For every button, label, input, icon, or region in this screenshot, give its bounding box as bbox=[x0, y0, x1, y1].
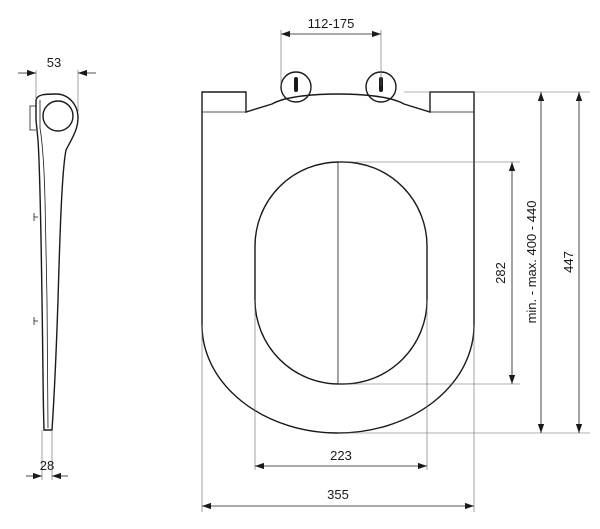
dim-label-28: 28 bbox=[40, 458, 54, 473]
side-hinge-tab bbox=[29, 105, 36, 131]
side-inner-edge bbox=[39, 100, 49, 429]
dim-label-355: 355 bbox=[327, 487, 349, 502]
dim-label-hinge-spacing: 112-175 bbox=[308, 16, 355, 31]
dim-label-447: 447 bbox=[561, 251, 576, 273]
dim-label-53: 53 bbox=[47, 55, 61, 70]
side-hinge-circle bbox=[42, 100, 74, 132]
side-profile-outline bbox=[35, 93, 79, 431]
side-view: 53 28 bbox=[18, 55, 96, 480]
left-hinge bbox=[280, 71, 312, 103]
top-view: 112-175 282 min. - max. 400 - 440 447 22… bbox=[201, 16, 590, 512]
dim-label-fit-range: min. - max. 400 - 440 bbox=[524, 201, 539, 324]
dim-label-223: 223 bbox=[330, 448, 352, 463]
seat-outer-outline bbox=[201, 91, 475, 434]
left-hinge-circle bbox=[280, 71, 312, 103]
dim-label-282: 282 bbox=[493, 262, 508, 284]
seat-inner-opening bbox=[254, 161, 428, 385]
left-hinge-slot-icon bbox=[294, 77, 298, 92]
